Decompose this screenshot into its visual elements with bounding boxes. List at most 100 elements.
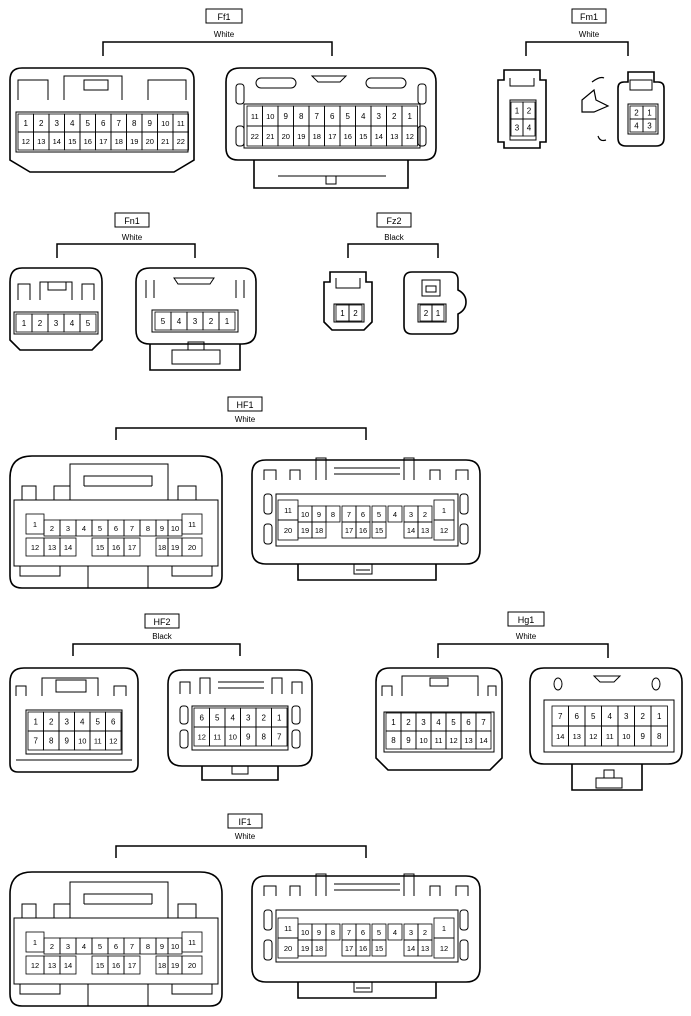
hf1-right-pin-cell	[433, 519, 455, 541]
ff1-left-pin-number: 5	[86, 119, 91, 128]
if1-right-pin: 1	[433, 917, 455, 939]
hf1-left-pin-cell	[59, 537, 77, 557]
if1-left-pin-number: 20	[188, 961, 196, 970]
ff1-left-pin-number: 10	[161, 119, 169, 128]
hf2-left-pin-number: 11	[94, 737, 102, 746]
ff1-right-pin-number: 20	[282, 132, 290, 141]
fn1-right-pin: 5	[154, 311, 172, 331]
fn1-right-pin-cell	[218, 311, 236, 331]
ff1-right-pin-number: 17	[328, 132, 336, 141]
if1-right-pin: 16	[355, 939, 371, 957]
connector-fm1-right-housing	[617, 71, 665, 147]
hg1-right-pin-number: 7	[558, 712, 563, 721]
hf2-left-pin: 12	[105, 730, 122, 751]
hg1-left-pin: 4	[430, 712, 447, 732]
connector-fn1-left-housing	[9, 267, 103, 351]
connector-fn1-label-box	[114, 212, 150, 228]
fm1-left-pin: 3	[510, 118, 524, 137]
connector-fz2-color: Black	[384, 233, 405, 242]
fm1-left-pin-number: 1	[515, 107, 520, 116]
hg1-left-pin: 5	[445, 712, 462, 732]
if1-left-pin-number: 1	[33, 938, 37, 947]
if1-right-pin-number: 17	[345, 944, 353, 953]
hg1-left-pin-number: 1	[391, 718, 396, 727]
hg1-right-pin: 5	[584, 705, 602, 727]
ff1-right-pin: 2	[386, 105, 403, 127]
fn1-right-pin-number: 1	[225, 317, 230, 326]
fm1-left-pin: 2	[522, 101, 536, 120]
hf1-right-pin-number: 10	[301, 510, 309, 519]
ff1-left-pin: 20	[141, 131, 158, 151]
connector-hg1-right-housing	[529, 667, 683, 791]
hg1-right-pin-cell	[650, 725, 668, 747]
ff1-right-pin: 4	[355, 105, 372, 127]
ff1-left-pin-number: 16	[84, 137, 92, 146]
hf1-left-pin: 11	[181, 513, 203, 535]
hf1-left-pin-number: 5	[98, 524, 102, 533]
if1-right-pin-number: 9	[317, 928, 321, 937]
hf1-left-pin-number: 15	[96, 543, 104, 552]
connector-hf1-right-housing	[251, 457, 481, 581]
hf1-left-pin: 10	[167, 519, 183, 537]
hf2-right-pin-number: 11	[213, 733, 221, 742]
if1-left-pin-number: 18	[158, 961, 166, 970]
if1-left-pin: 11	[181, 931, 203, 953]
if1-left-pin: 5	[91, 937, 109, 955]
ff1-right-pin-number: 5	[346, 112, 351, 121]
hf1-left-pin-cell	[123, 537, 141, 557]
hf2-right-pin: 1	[271, 707, 288, 728]
if1-left-pin-number: 13	[48, 961, 56, 970]
hf1-right-pin-number: 7	[347, 510, 351, 519]
fn1-right-pin: 1	[218, 311, 236, 331]
ff1-left-pin: 6	[95, 113, 112, 133]
hf1-right-pin-number: 16	[359, 526, 367, 535]
hf1-left-pin: 1	[25, 513, 45, 535]
hf1-left-pin-number: 10	[171, 524, 179, 533]
hf1-right-pin: 11	[277, 499, 299, 521]
if1-right-pin-number: 16	[359, 944, 367, 953]
connector-ff1-color: White	[214, 30, 235, 39]
if1-left-pin-number: 4	[82, 942, 86, 951]
hf1-right-pin: 2	[417, 505, 433, 523]
fm1-right-pin-cell	[642, 118, 657, 133]
if1-left-pin-number: 3	[66, 942, 70, 951]
ff1-left-pin-number: 7	[117, 119, 122, 128]
if1-right-pin-cell	[355, 939, 371, 957]
ff1-left-pin-number: 18	[115, 137, 123, 146]
ff1-left-pin: 12	[17, 131, 34, 151]
if1-left-pin-cell	[59, 955, 77, 975]
connector-hf1-label: HF1	[236, 400, 253, 410]
connector-if1-label-box	[227, 813, 263, 829]
fz2-right-pin-number: 1	[436, 309, 441, 318]
if1-left-pin: 8	[139, 937, 157, 955]
hg1-right-pin-number: 4	[608, 712, 613, 721]
if1-right-pin: 20	[277, 937, 299, 959]
connector-ff1-right-housing	[225, 67, 437, 189]
hg1-left-pin-number: 12	[449, 736, 457, 745]
ff1-left-pin: 7	[110, 113, 127, 133]
ff1-right-pin: 13	[386, 125, 403, 147]
fn1-left-pin-cell	[79, 313, 97, 333]
hf1-left-pin: 15	[91, 537, 109, 557]
connector-if1-color: White	[235, 832, 256, 841]
hf2-right-pin: 11	[209, 726, 226, 747]
ff1-right-pin-number: 7	[315, 112, 320, 121]
hf2-left-pin: 7	[27, 730, 44, 751]
fn1-right-pin-number: 5	[161, 317, 166, 326]
hf2-left-pin-cell	[105, 730, 122, 751]
fz2-right-pin: 2	[419, 304, 433, 322]
ff1-left-pin-number: 15	[68, 137, 76, 146]
hf1-right-pin: 20	[277, 519, 299, 541]
if1-right-pin-number: 14	[407, 944, 415, 953]
fz2-left-pin-cell	[348, 304, 363, 322]
connector-fn1-label: Fn1	[124, 216, 140, 226]
hg1-left-pin-number: 3	[421, 718, 426, 727]
ff1-left-pin: 8	[126, 113, 143, 133]
hf2-left-pin-number: 6	[111, 718, 116, 727]
ff1-right-pin: 1	[401, 105, 418, 127]
